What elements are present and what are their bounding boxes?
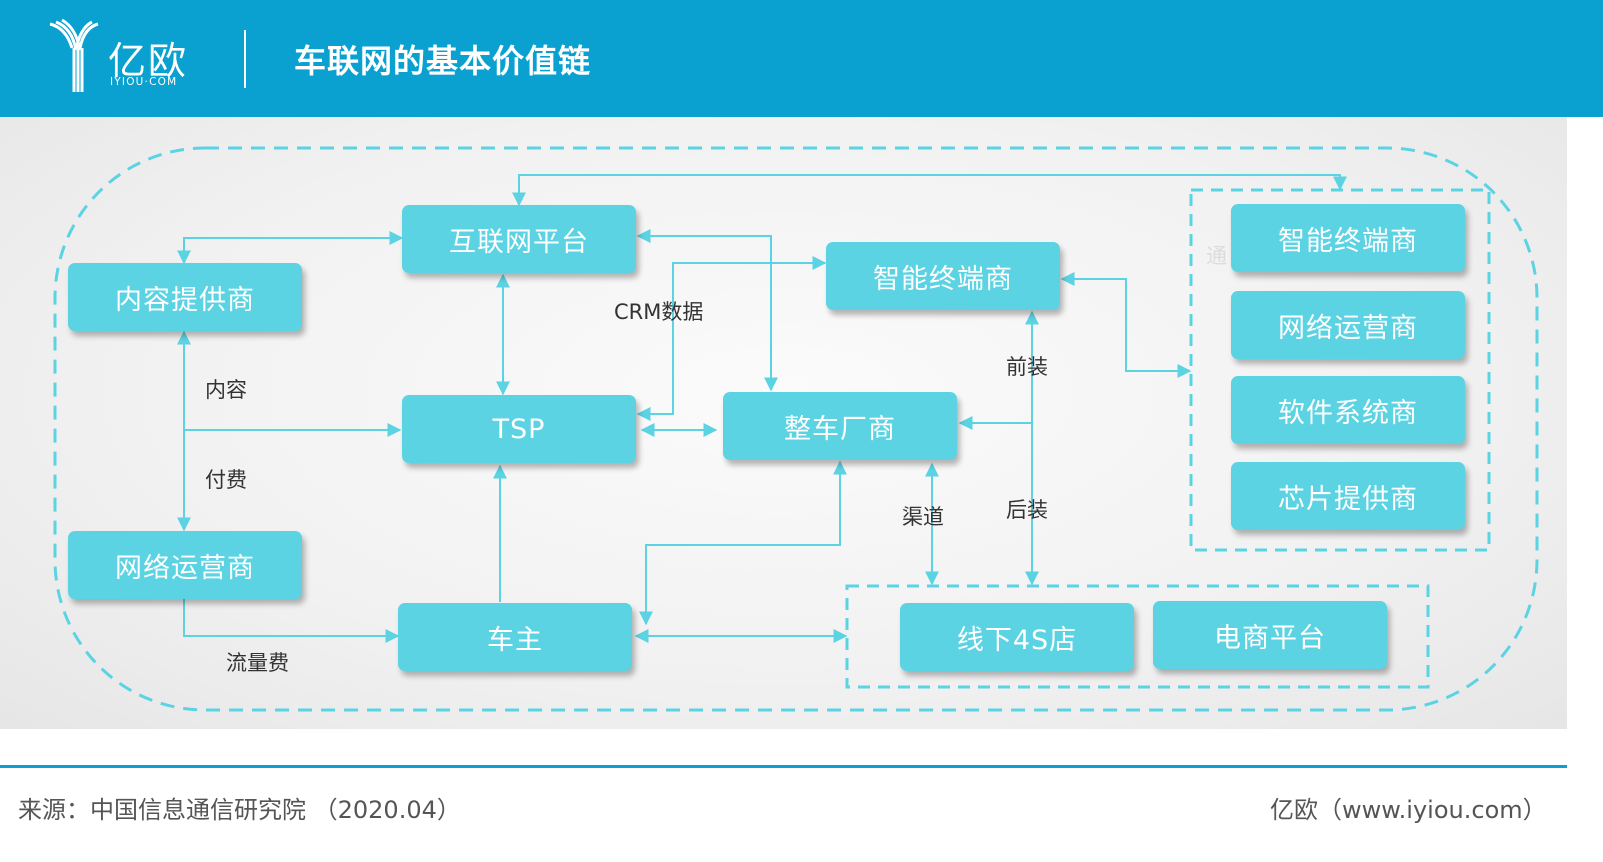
- logo-subtext: IYIOU·COM: [110, 76, 178, 88]
- node-network-operator-left: 网络运营商: [68, 531, 302, 599]
- header-bar: 亿欧 IYIOU·COM 车联网的基本价值链: [0, 0, 1603, 117]
- node-content-provider: 内容提供商: [68, 263, 302, 331]
- footer-divider: [0, 765, 1567, 768]
- node-smart-terminal: 智能终端商: [826, 242, 1060, 310]
- retail-group-boundary: [845, 584, 1430, 689]
- footer-source: 来源：中国信息通信研究院 （2020.04）: [18, 796, 461, 824]
- node-smart-terminal-supplier: 智能终端商: [1231, 204, 1465, 272]
- connector-top-bracket: [512, 174, 1347, 207]
- page-title: 车联网的基本价值链: [294, 42, 592, 80]
- label-crm-data: CRM数据: [614, 300, 704, 324]
- connector-oem-owner: [639, 460, 847, 626]
- node-car-owner: 车主: [398, 603, 632, 671]
- node-internet-platform: 互联网平台: [402, 205, 636, 273]
- connector-content-internet: [177, 231, 404, 265]
- header-divider: [244, 30, 246, 88]
- label-channel: 渠道: [902, 505, 944, 529]
- label-content: 内容: [205, 378, 247, 402]
- footer-credit: 亿欧（www.iyiou.com）: [1270, 796, 1547, 824]
- iyiou-logo-icon: [49, 18, 99, 92]
- node-software-vendor: 软件系统商: [1231, 376, 1465, 444]
- label-partial-hidden: 通: [1206, 244, 1227, 268]
- connector-terminal-suppliers: [1060, 272, 1192, 378]
- node-chip-provider: 芯片提供商: [1231, 462, 1465, 530]
- node-oem: 整车厂商: [723, 392, 957, 460]
- logo-text: 亿欧: [108, 39, 189, 83]
- outer-boundary: [53, 146, 1539, 712]
- node-ecommerce: 电商平台: [1153, 601, 1387, 669]
- connector-network-owner: [183, 599, 400, 643]
- node-network-operator-supplier: 网络运营商: [1231, 291, 1465, 359]
- label-after-install: 后装: [1006, 498, 1048, 522]
- label-payment: 付费: [205, 468, 247, 492]
- label-traffic-fee: 流量费: [226, 651, 289, 675]
- connector-crm: [636, 256, 827, 421]
- node-tsp: TSP: [402, 395, 636, 463]
- label-front-install: 前装: [1006, 355, 1048, 379]
- node-offline-4s: 线下4S店: [900, 603, 1134, 671]
